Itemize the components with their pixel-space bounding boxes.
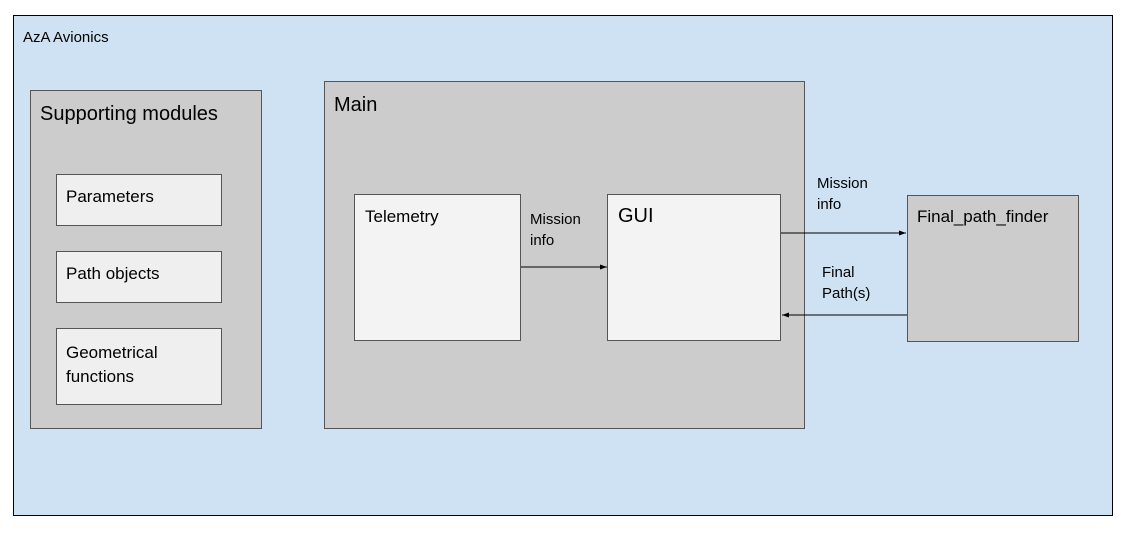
- geometrical-functions-box: Geometrical functions: [56, 328, 222, 405]
- arrow-label-telemetry-gui-line2: info: [530, 232, 555, 249]
- gui-box: GUI: [607, 194, 781, 341]
- arrow-label-telemetry-gui-line1: Mission: [530, 211, 581, 228]
- supporting-modules-title: Supporting modules: [40, 103, 218, 125]
- arrow-label-finder-gui-line2: Path(s): [822, 285, 871, 302]
- arrow-label-gui-finder-line2: info: [817, 196, 842, 213]
- path-objects-box: Path objects: [56, 251, 222, 303]
- path-objects-label: Path objects: [66, 264, 160, 283]
- arrow-label-finder-gui-line1: Final: [822, 264, 855, 281]
- final-path-finder-box: Final_path_finder: [907, 195, 1079, 342]
- telemetry-box: Telemetry: [354, 194, 521, 341]
- parameters-label: Parameters: [66, 187, 154, 206]
- parameters-box: Parameters: [56, 174, 222, 226]
- geometrical-functions-label: Geometrical functions: [66, 343, 158, 386]
- main-title: Main: [334, 94, 378, 116]
- arrow-label-gui-finder-line1: Mission: [817, 175, 868, 192]
- final-path-finder-label: Final_path_finder: [917, 207, 1049, 226]
- gui-label: GUI: [618, 205, 654, 227]
- telemetry-label: Telemetry: [365, 207, 439, 226]
- container-title: AzA Avionics: [23, 29, 109, 46]
